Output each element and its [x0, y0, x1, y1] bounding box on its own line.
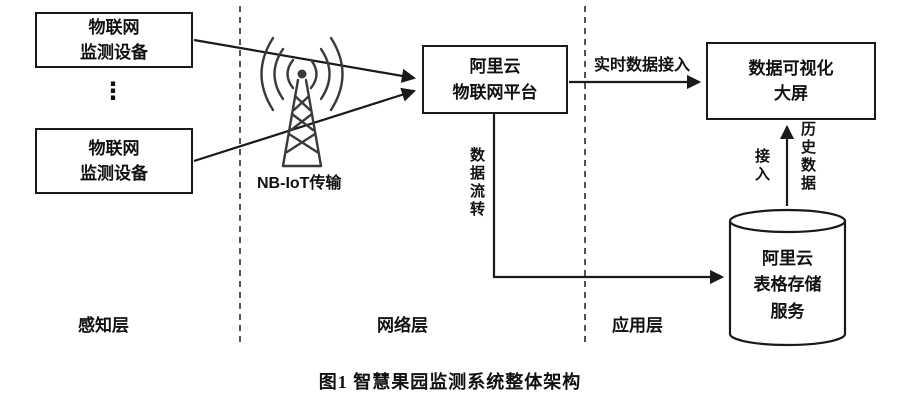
node-iot-device-top: 物联网 监测设备	[35, 12, 193, 68]
devices-ellipsis: ⋮	[101, 78, 125, 105]
label-history-data: 历史数据	[799, 121, 816, 193]
radio-tower-icon	[260, 36, 344, 168]
node-table-storage-label: 阿里云 表格存储 服务	[753, 249, 822, 321]
node-iot-platform: 阿里云 物联网平台	[422, 45, 568, 114]
layer-application: 应用层	[612, 316, 663, 335]
layer-network: 网络层	[377, 316, 428, 335]
arrow-device-top-to-platform	[193, 38, 417, 83]
layer-perception: 感知层	[78, 316, 129, 335]
node-visualization-screen: 数据可视化 大屏	[706, 42, 876, 120]
arrow-platform-to-storage	[492, 114, 725, 285]
label-realtime-data-access: 实时数据接入	[593, 57, 690, 74]
label-data-flow: 数据流转	[468, 147, 485, 219]
label-nbiot-transmission: NB-IoT传输	[257, 175, 342, 192]
node-iot-device-bottom: 物联网 监测设备	[35, 128, 193, 194]
arrow-device-bottom-to-platform	[193, 87, 417, 163]
label-history-access: 接入	[753, 148, 770, 184]
database-cylinder-icon	[728, 208, 847, 347]
figure-caption: 图1 智慧果园监测系统整体架构	[318, 372, 582, 392]
